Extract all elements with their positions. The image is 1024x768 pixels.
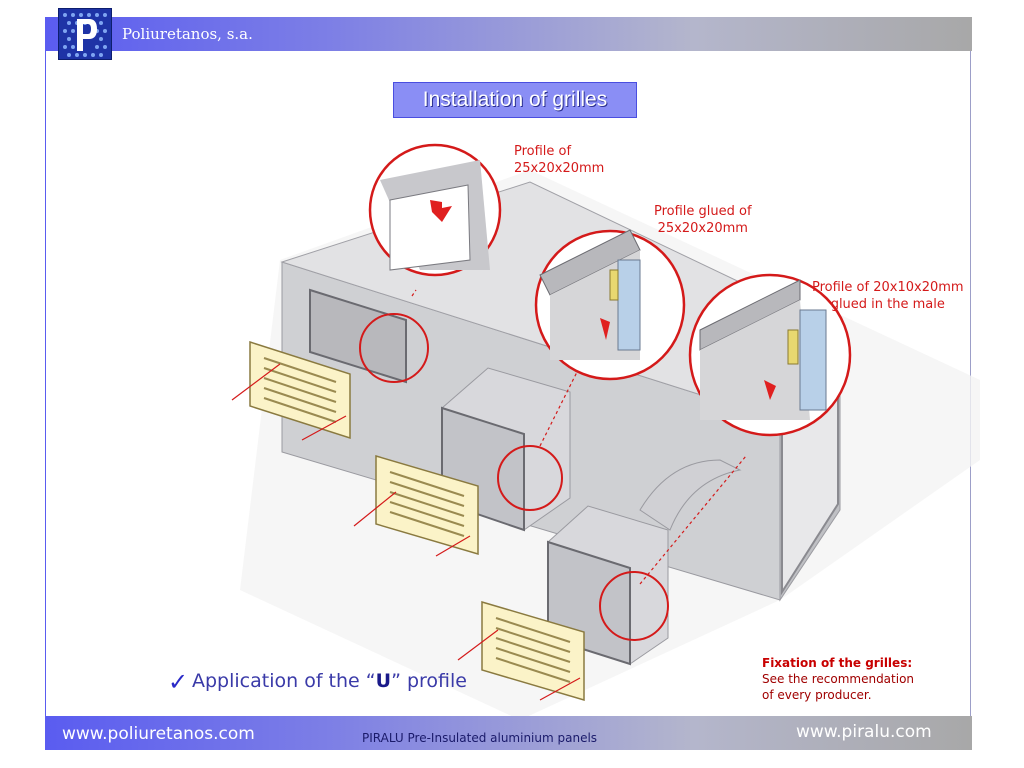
fixation-title: Fixation of the grilles: [762, 656, 913, 670]
detail-circle-2 [534, 229, 686, 381]
callout-profile-25x20x20: Profile of 25x20x20mm [514, 143, 604, 177]
checkmark-icon: ✓ [168, 668, 189, 696]
callout-2-line-1: Profile glued of [654, 204, 752, 219]
bullet-application-u-profile: Application of the “U” profile [192, 670, 467, 692]
footer-tagline: PIRALU Pre-Insulated aluminium panels [362, 731, 598, 745]
callout-3-line-1: Profile of 20x10x20mm [812, 280, 964, 295]
grille-1 [249, 340, 351, 440]
callout-3-line-2: glued in the male [830, 297, 945, 312]
footer-link-piralu[interactable]: www.piralu.com [796, 722, 932, 742]
brand-name: Poliuretanos, s.a. [122, 25, 253, 43]
callout-2-line-2: 25x20x20mm [657, 221, 748, 236]
callout-profile-20x10x20: Profile of 20x10x20mm glued in the male [812, 279, 964, 313]
target-circle-2 [497, 445, 563, 511]
callout-profile-glued: Profile glued of 25x20x20mm [654, 203, 752, 237]
grille-2 [375, 454, 479, 556]
logo-pattern-icon [63, 13, 107, 57]
target-circle-3 [599, 571, 669, 641]
bullet-prefix: Application of the “ [192, 670, 376, 692]
bullet-suffix: ” profile [391, 670, 467, 692]
grille-3 [481, 600, 585, 702]
target-circle-1 [359, 313, 429, 383]
company-logo [58, 8, 112, 60]
bullet-bold-u: U [375, 670, 392, 692]
detail-circle-1 [368, 143, 502, 277]
footer-bar [45, 716, 972, 750]
callout-1-line-1: Profile of [514, 144, 572, 159]
fixation-line-1: See the recommendation [762, 672, 915, 686]
callout-1-line-2: 25x20x20mm [514, 161, 605, 176]
leader-lines [231, 289, 747, 701]
fixation-line-2: of every producer. [762, 688, 872, 702]
fixation-note: Fixation of the grilles: See the recomme… [762, 655, 914, 703]
header-bar [45, 17, 972, 51]
slide-title: Installation of grilles [393, 82, 637, 118]
footer-link-poliuretanos[interactable]: www.poliuretanos.com [62, 724, 255, 744]
detail-circle-3 [688, 273, 852, 437]
duct-grille-illustration [231, 143, 980, 720]
